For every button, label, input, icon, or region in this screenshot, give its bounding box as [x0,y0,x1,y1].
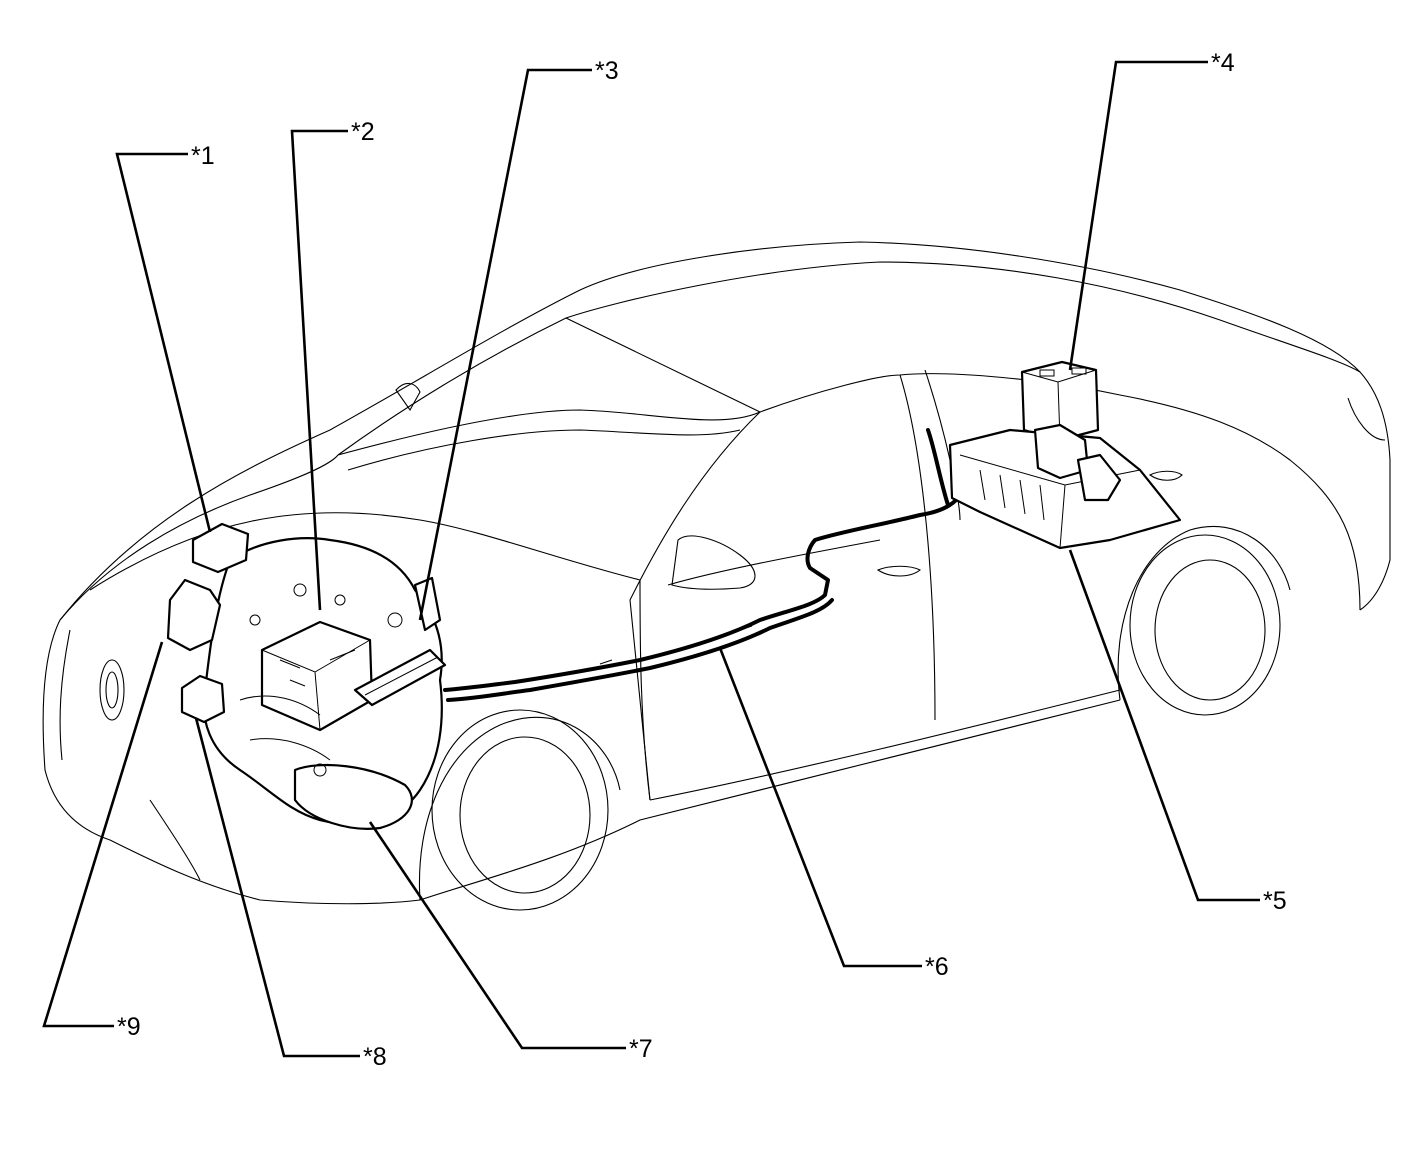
leader-line-8 [194,717,360,1058]
callout-labels: *1 *2 *3 *4 *5 *6 *7 *8 *9 [117,49,1287,1071]
leader-line-2 [290,129,348,611]
rear-battery-assembly [926,360,1182,550]
callout-label-7: *7 [629,1035,653,1063]
leader-line-5 [1068,549,1260,902]
callout-label-9: *9 [117,1013,141,1041]
engine-compartment-assembly [166,522,447,830]
callout-label-1: *1 [191,142,215,170]
callout-label-3: *3 [595,57,619,85]
car-body-outline [42,241,1391,911]
leader-line-4 [1068,60,1208,371]
power-cable-run [443,496,960,702]
callout-label-4: *4 [1211,49,1235,77]
leader-line-6 [718,647,922,968]
callout-label-8: *8 [363,1043,387,1071]
leader-line-3 [418,68,592,621]
leader-line-7 [368,821,626,1050]
callout-label-2: *2 [351,118,375,146]
callout-label-6: *6 [925,953,949,981]
leader-line-9 [42,641,164,1028]
callout-label-5: *5 [1263,887,1287,915]
leader-line-1 [115,152,212,533]
leader-lines [42,60,1260,1058]
